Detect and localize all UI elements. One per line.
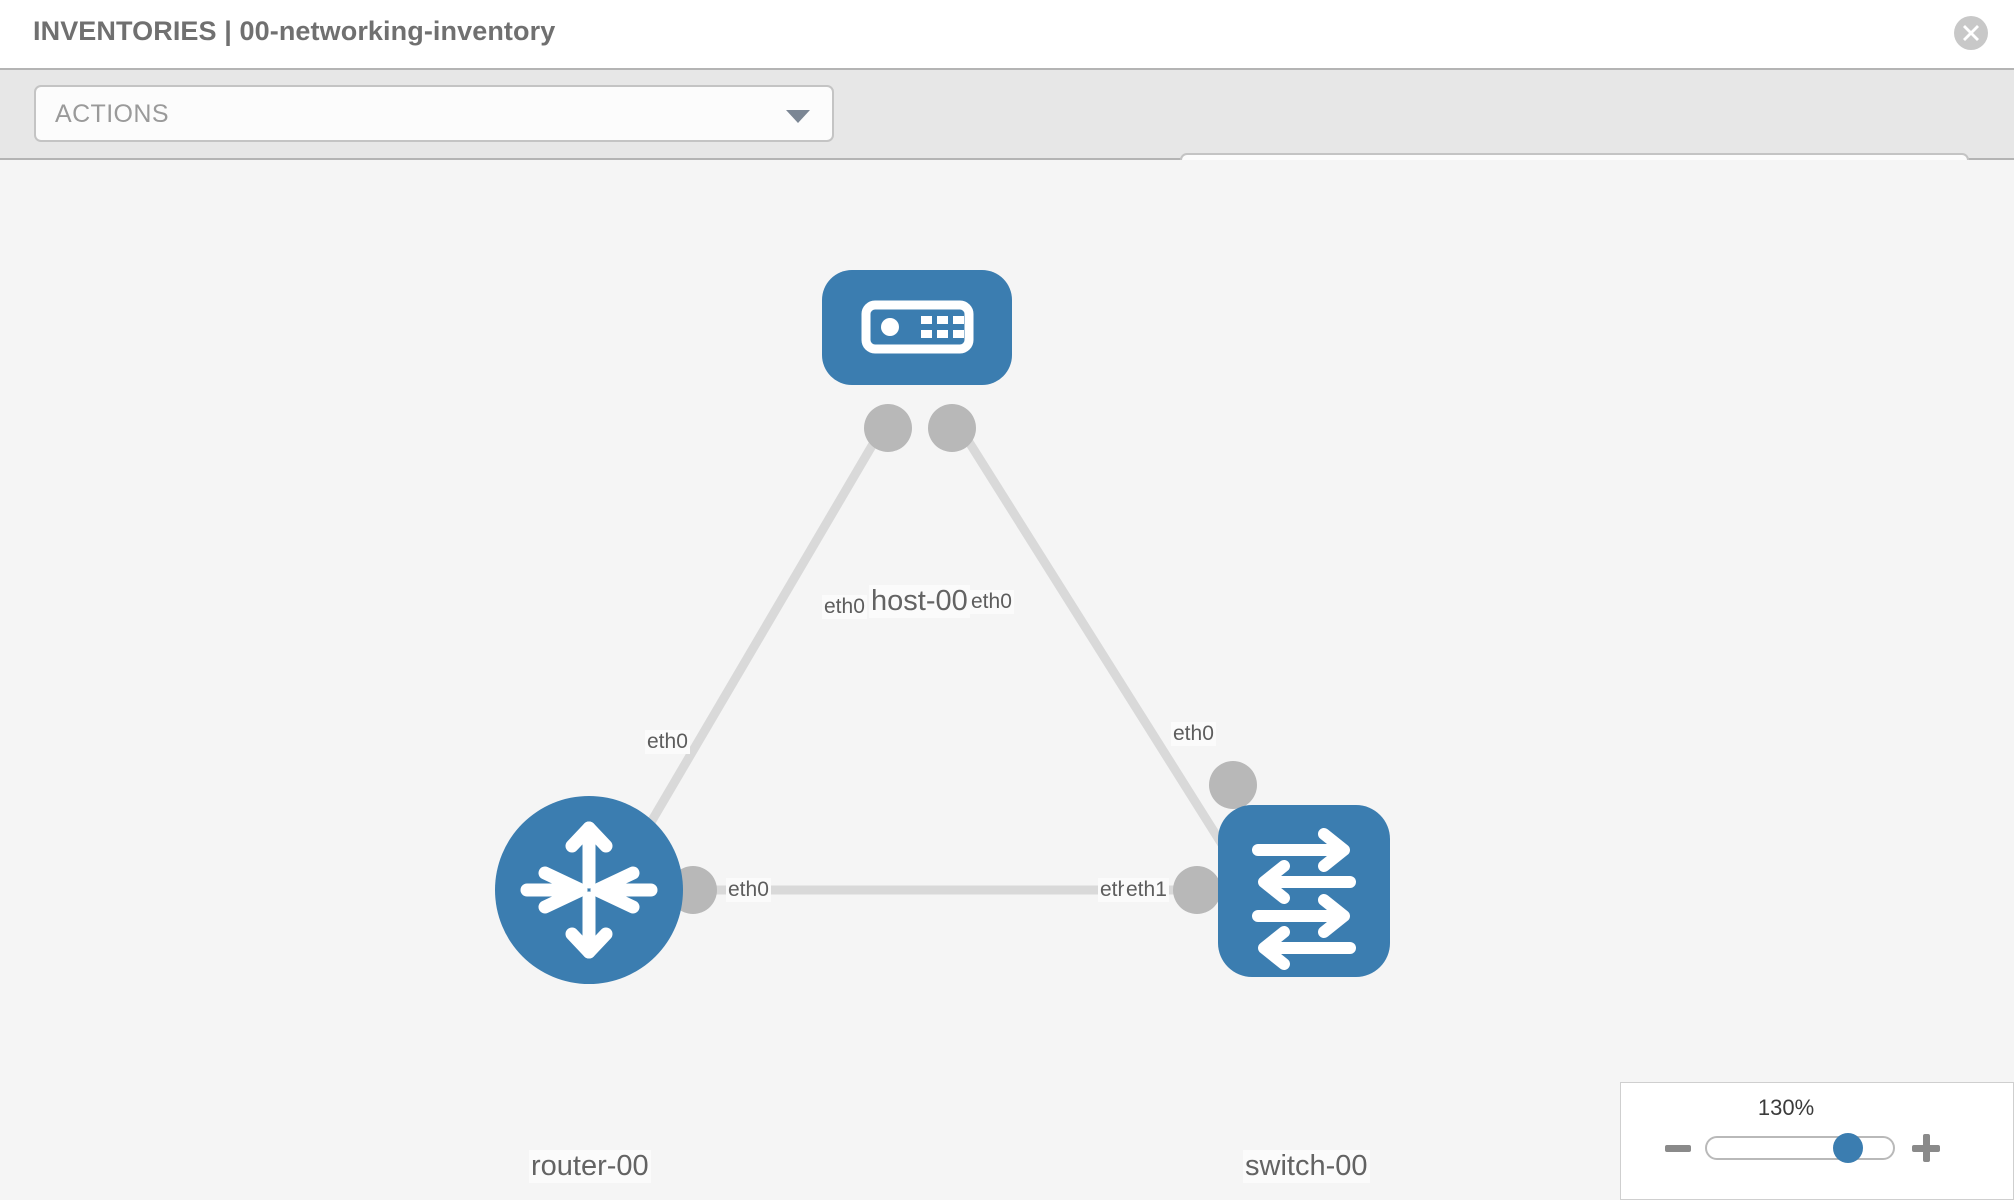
topology-links <box>616 412 1239 895</box>
toolbar: ACTIONS SEARCH <box>0 68 2014 210</box>
zoom-percent-label: 130% <box>1757 1095 1815 1120</box>
iface-label-switch00-eth1: eth1 <box>1124 878 1169 902</box>
host-icon <box>861 300 974 354</box>
node-label-router-00: router-00 <box>529 1150 651 1183</box>
topology-canvas[interactable]: eth0 eth0 eth0 eth0 eth0 eth0 eth1 host-… <box>0 160 2014 1200</box>
topology-graph <box>495 270 1390 984</box>
iface-label-router00-eth0: eth0 <box>726 878 771 902</box>
zoom-control-panel: 130% <box>1620 1082 2014 1200</box>
actions-dropdown[interactable]: ACTIONS <box>34 85 834 142</box>
iface-label-router00-eth0-up: eth0 <box>645 730 690 754</box>
chevron-down-icon <box>786 110 810 123</box>
host-00-body[interactable] <box>822 270 1012 385</box>
plus-icon[interactable] <box>1912 1134 1940 1162</box>
window-header: INVENTORIES | 00-networking-inventory <box>0 0 2014 68</box>
node-host-00[interactable] <box>822 270 1012 385</box>
zoom-slider-thumb[interactable] <box>1833 1133 1863 1163</box>
page-title: INVENTORIES | 00-networking-inventory <box>33 16 556 46</box>
iface-label-host00-eth0-left: eth0 <box>822 595 867 619</box>
node-router-00[interactable] <box>495 796 683 984</box>
close-icon <box>1963 25 1979 41</box>
nub-switch00-eth1[interactable] <box>1173 866 1221 914</box>
nub-host00-eth0-right[interactable] <box>928 404 976 452</box>
router-icon <box>520 821 658 959</box>
zoom-slider-track[interactable] <box>1705 1136 1895 1160</box>
minus-icon[interactable] <box>1665 1145 1691 1152</box>
switch-icon <box>1252 828 1356 970</box>
link-host00-router00[interactable] <box>616 412 894 878</box>
link-host00-switch00[interactable] <box>948 412 1239 868</box>
interface-nubs <box>669 404 1257 914</box>
nub-host00-eth0-left[interactable] <box>864 404 912 452</box>
iface-label-switch00-eth0: eth0 <box>1171 722 1216 746</box>
node-label-host-00: host-00 <box>869 585 970 618</box>
actions-dropdown-label: ACTIONS <box>55 100 169 128</box>
close-button[interactable] <box>1954 16 1988 50</box>
router-00-body[interactable] <box>495 796 683 984</box>
node-switch-00[interactable] <box>1218 805 1390 977</box>
iface-label-host00-eth0-right: eth0 <box>969 590 1014 614</box>
nub-switch00-eth0[interactable] <box>1209 761 1257 809</box>
node-label-switch-00: switch-00 <box>1243 1150 1370 1183</box>
